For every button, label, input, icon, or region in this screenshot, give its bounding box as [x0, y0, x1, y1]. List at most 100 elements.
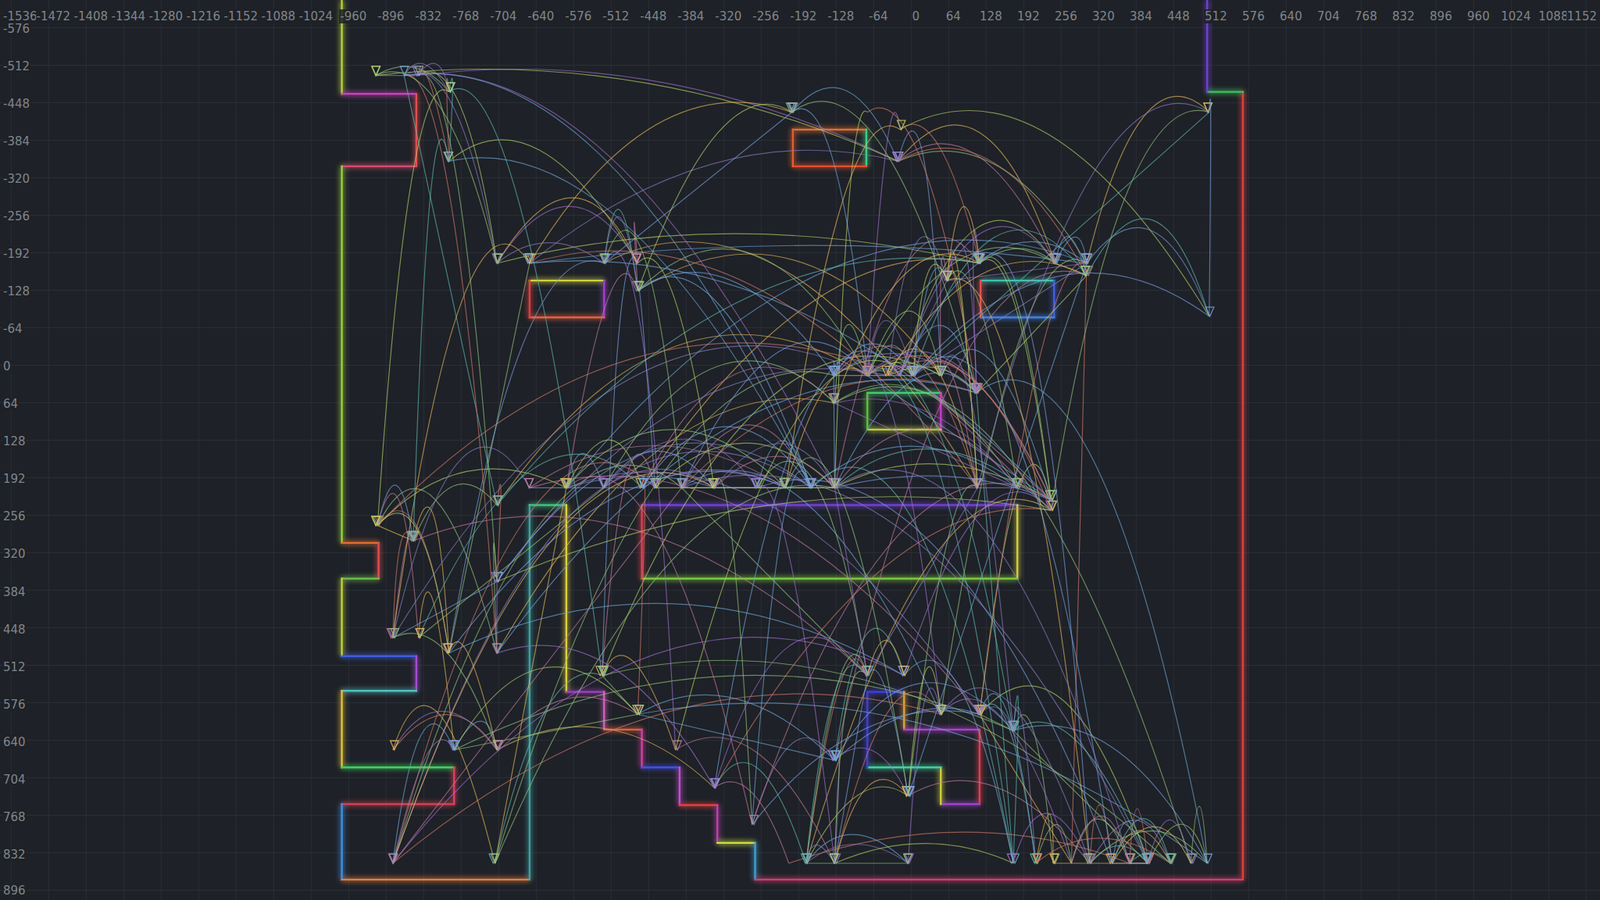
grid-line: [0, 589, 1600, 591]
jump-arc: [529, 487, 643, 489]
jump-arc: [418, 592, 455, 750]
landing-marker: [400, 66, 408, 76]
jump-arc: [603, 251, 675, 750]
jump-arc: [834, 671, 868, 864]
jump-arc: [907, 485, 978, 797]
jump-arc: [392, 532, 414, 638]
grid-line: [1360, 0, 1362, 900]
wall-segment: [1242, 92, 1244, 880]
jump-arc: [757, 485, 835, 864]
axis-label: -128: [2, 284, 31, 299]
landing-marker: [780, 478, 789, 489]
landing-marker: [563, 478, 572, 489]
jump-arc: [834, 464, 1051, 500]
wall-segment: [867, 766, 941, 768]
wall-segment: [640, 505, 643, 579]
grid-line: [1473, 0, 1475, 900]
axis-label: -320: [714, 9, 743, 24]
wall-glow: [342, 653, 417, 658]
wall-glow: [527, 280, 532, 318]
jump-arc: [789, 832, 1130, 864]
grid-line: [0, 64, 1600, 66]
axis-label: -704: [489, 9, 518, 24]
jump-arc: [806, 786, 909, 864]
axis-label: -1088: [260, 9, 297, 24]
landing-marker: [894, 366, 903, 376]
grid-line: [648, 0, 650, 900]
jump-arc: [867, 368, 1014, 731]
axis-label: -192: [789, 9, 818, 24]
landing-marker: [900, 666, 909, 676]
axis-label: 256: [2, 509, 27, 524]
axis-label: -64: [867, 9, 890, 24]
axis-label: -256: [751, 9, 780, 24]
jump-arc: [714, 508, 1051, 788]
jump-arc: [392, 462, 656, 864]
landing-marker: [801, 853, 810, 864]
jump-arc: [634, 221, 639, 291]
jump-arc: [834, 384, 1018, 488]
jump-arc: [806, 862, 909, 864]
axis-label: -640: [526, 9, 555, 24]
wall-glow: [529, 278, 604, 283]
jump-arc: [887, 261, 1087, 376]
axis-label: 64: [945, 9, 962, 24]
axis-label: 448: [1166, 9, 1191, 24]
landing-marker: [937, 705, 946, 715]
axis-label: 640: [1278, 9, 1304, 24]
axis-label: 384: [2, 585, 27, 600]
jump-arc: [1086, 218, 1210, 317]
jump-arc: [785, 125, 900, 488]
wall-glow: [342, 0, 1243, 880]
jump-arc: [834, 372, 977, 488]
jump-arc: [494, 673, 602, 864]
grid-line: [1398, 0, 1400, 900]
axis-label: 768: [2, 810, 27, 825]
jump-arc: [833, 360, 835, 488]
jump-arc: [392, 464, 683, 864]
grid-line: [1285, 0, 1287, 900]
landing-marker: [415, 628, 424, 639]
axis-label: -1344: [110, 9, 147, 24]
axis-label: -256: [2, 209, 31, 224]
jump-arc: [602, 660, 1172, 864]
jump-arc: [1089, 820, 1171, 864]
jump-arc: [913, 112, 1210, 376]
jump-arc: [1129, 808, 1149, 864]
jump-arc: [1209, 99, 1211, 317]
jump-arc: [529, 260, 1051, 500]
wall-glow: [715, 805, 720, 843]
jump-arc: [637, 103, 792, 291]
grid-line: [235, 0, 237, 900]
axis-label: 448: [2, 622, 27, 637]
jump-arc: [413, 139, 450, 541]
jump-arc: [418, 453, 643, 638]
wall-segment: [679, 803, 718, 806]
landing-marker: [1083, 253, 1092, 264]
grid-line: [0, 439, 1600, 441]
jump-arc: [834, 469, 1129, 864]
wall-segment: [342, 92, 417, 95]
jump-arc: [449, 603, 905, 675]
jump-arc: [603, 230, 682, 489]
wall-glow: [755, 877, 1243, 882]
wall-segment: [792, 129, 794, 167]
jump-arc: [496, 496, 1051, 583]
axis-label: 576: [2, 697, 27, 712]
grid-line: [48, 0, 50, 900]
axis-label: -576: [564, 9, 593, 24]
jump-arc: [529, 150, 899, 264]
axis-label: 384: [1128, 9, 1154, 24]
jump-arc: [900, 226, 1056, 376]
jump-arc: [714, 478, 752, 825]
jump-arc: [976, 379, 1208, 864]
jump-arc: [752, 483, 1052, 825]
jump-arc: [806, 664, 868, 864]
jump-arc: [907, 666, 941, 796]
axis-label: -960: [339, 9, 368, 24]
jump-arc: [375, 71, 497, 264]
wall-glow: [639, 729, 644, 768]
landing-marker: [451, 740, 460, 750]
jump-arc: [637, 703, 1208, 864]
